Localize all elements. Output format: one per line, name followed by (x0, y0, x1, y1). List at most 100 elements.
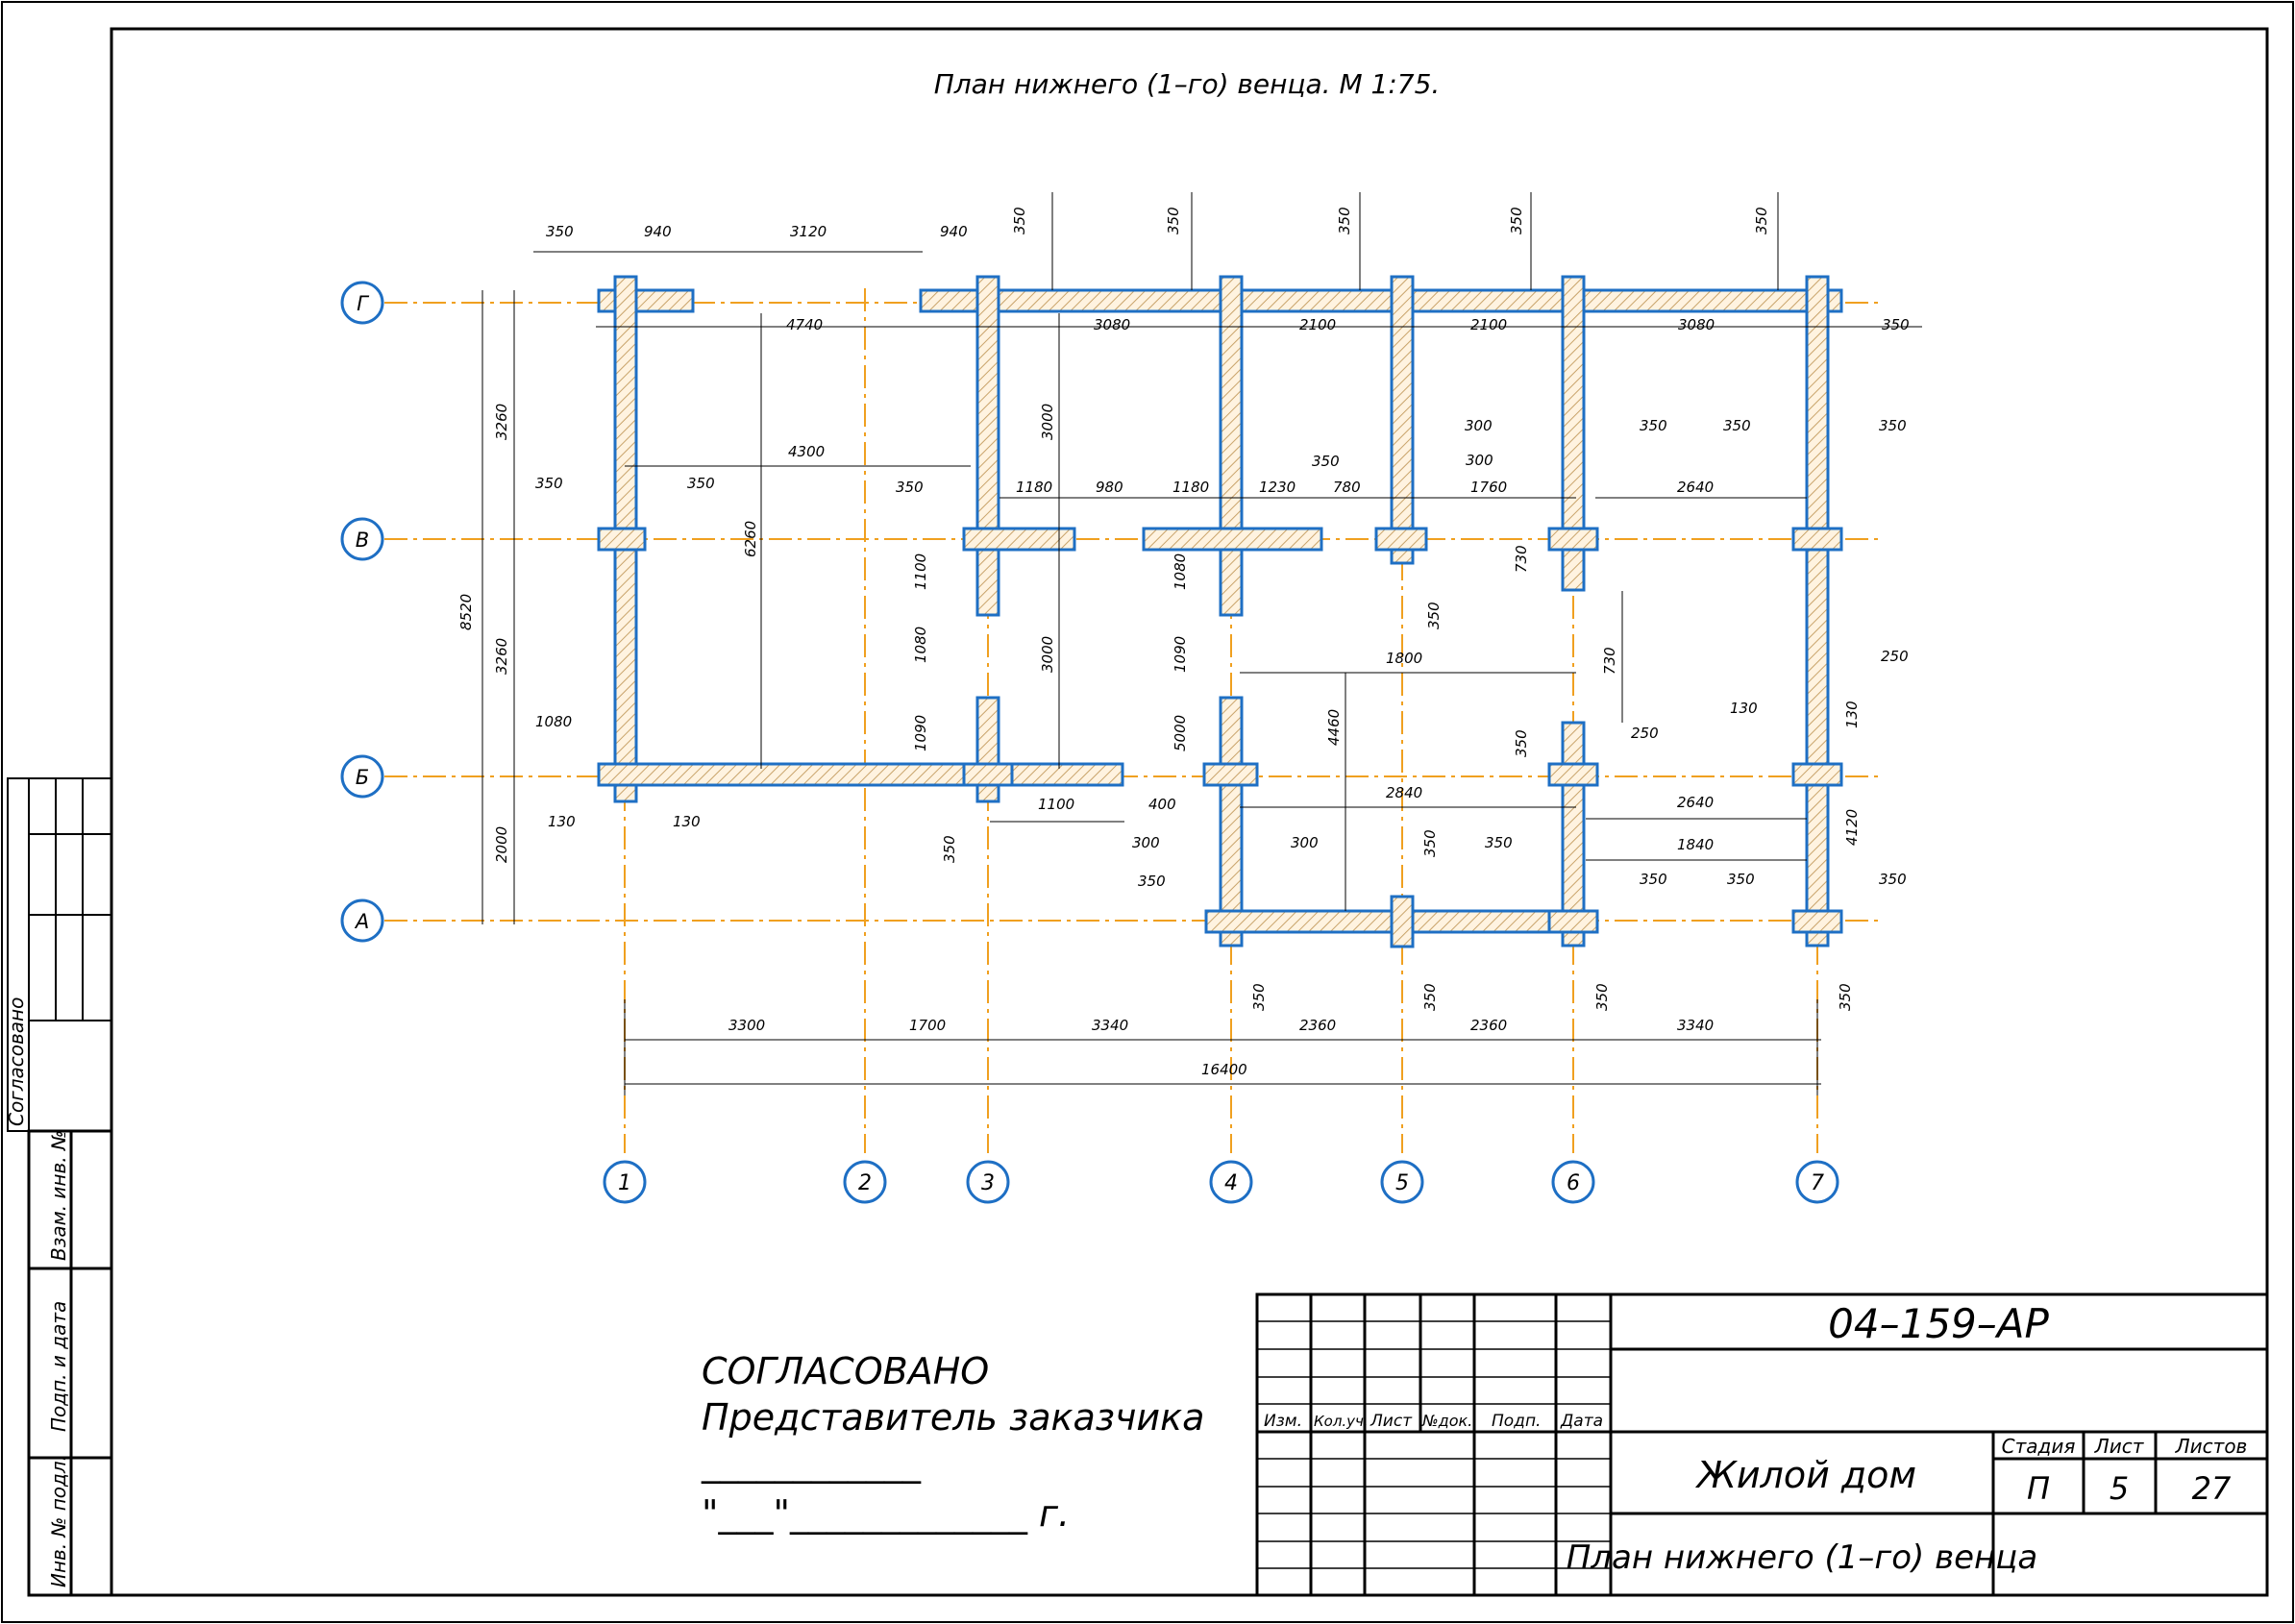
dimension-texts: 350 940 3120 940 350 350 350 350 350 474… (457, 207, 1910, 1078)
dim-text: 3080 (1678, 316, 1715, 333)
dim-text: 350 (1421, 829, 1439, 857)
dim-text: 4460 (1325, 709, 1343, 746)
axis-bubble (966, 1160, 1010, 1204)
dim-text: 2100 (1299, 316, 1336, 333)
dim-text: 1800 (1386, 650, 1422, 667)
dim-text: 300 (1132, 834, 1160, 851)
dim-text: 3260 (493, 404, 510, 440)
dim-text: 16400 (1201, 1061, 1247, 1078)
walls (597, 275, 1843, 948)
tb-header-podp: Подп. (1492, 1412, 1541, 1431)
axis-bubble (1380, 1160, 1424, 1204)
wall (1547, 527, 1599, 552)
tb-sheet-value: 5 (2110, 1470, 2129, 1507)
wall (1805, 275, 1830, 947)
dim-text: 250 (1881, 648, 1909, 665)
dim-text: 130 (1843, 701, 1861, 728)
approval-sign-line: ____________ (701, 1441, 922, 1484)
dim-text: 300 (1291, 834, 1319, 851)
axis-bubble (603, 1160, 647, 1204)
axis-bubble (340, 754, 384, 799)
dim-text: 350 (1593, 983, 1611, 1011)
dim-text: 350 (1513, 729, 1530, 757)
dim-text: 350 (1837, 983, 1854, 1011)
dim-text: 130 (548, 813, 576, 830)
axis-bubble (1795, 1160, 1839, 1204)
dim-text: 350 (1011, 207, 1028, 234)
tb-stage-label: Стадия (2002, 1435, 2076, 1458)
wall (1374, 527, 1428, 552)
dim-text: 3260 (493, 638, 510, 675)
dim-text: 350 (941, 835, 958, 863)
tb-header-izm: Изм. (1264, 1412, 1302, 1431)
dim-text: 350 (535, 475, 563, 492)
dim-text: 780 (1333, 479, 1361, 496)
dim-text: 350 (896, 479, 924, 496)
dimension-lines (481, 192, 1922, 1095)
dim-text: 3080 (1094, 316, 1130, 333)
approval-date-line: "___"_____________ г. (702, 1492, 1070, 1535)
axis-label: 2 (858, 1171, 872, 1195)
dim-text: 130 (673, 813, 701, 830)
dim-text: 6260 (742, 521, 759, 557)
dim-text: 1760 (1470, 479, 1507, 496)
dim-text: 350 (1425, 602, 1443, 629)
dim-text: 1090 (912, 715, 929, 751)
tb-header-kolvo: Кол.уч. (1314, 1413, 1369, 1430)
dim-text: 350 (1723, 417, 1751, 434)
wall (1390, 895, 1415, 948)
dim-text: 350 (1508, 207, 1525, 234)
col-axis-markers: 1 2 3 4 5 6 7 (603, 1160, 1839, 1204)
stamp-inv-podl: Инв. № подл. (47, 1455, 70, 1587)
tb-code: 04–159–АР (1828, 1300, 2049, 1347)
row-axis-markers: Г В Б А (340, 281, 384, 943)
dim-text: 300 (1465, 417, 1493, 434)
tb-sheet-label: Лист (2094, 1435, 2145, 1458)
dim-text: 300 (1466, 452, 1493, 469)
tb-sheet-title: План нижнего (1–го) венца (1567, 1538, 2038, 1577)
dim-text: 350 (546, 223, 574, 240)
stamp-sign-date: Подп. и дата (47, 1301, 70, 1432)
drawing-title: План нижнего (1–го) венца. М 1:75. (934, 68, 1441, 100)
dim-text: 3300 (728, 1017, 765, 1034)
dim-text: 1100 (1038, 796, 1074, 813)
axis-bubble (340, 517, 384, 561)
dim-text: 4300 (788, 443, 825, 460)
dim-text: 350 (1753, 207, 1770, 234)
dim-text: 2100 (1470, 316, 1507, 333)
dim-text: 730 (1601, 647, 1618, 675)
dim-text: 1080 (1172, 554, 1189, 590)
axis-bubble (340, 281, 384, 325)
dim-text: 1090 (1172, 636, 1189, 673)
dim-text: 250 (1631, 725, 1659, 742)
dim-text: 1180 (1172, 479, 1209, 496)
dim-text: 400 (1148, 796, 1176, 813)
dim-text: 3340 (1092, 1017, 1128, 1034)
dim-text: 940 (644, 223, 672, 240)
dim-text: 2640 (1677, 794, 1714, 811)
dim-text: 350 (1879, 871, 1907, 888)
title-block-lines (1255, 1292, 2269, 1597)
wall (1561, 275, 1586, 592)
dim-text: 1080 (535, 713, 572, 730)
dim-text: 5000 (1172, 715, 1189, 751)
tb-sheets-value: 27 (2192, 1470, 2232, 1507)
axis-bubble (1551, 1160, 1595, 1204)
axis-label: В (356, 529, 369, 552)
dim-text: 1100 (912, 554, 929, 590)
wall (975, 275, 1000, 617)
dim-text: 2360 (1299, 1017, 1336, 1034)
dim-text: 2000 (493, 826, 510, 863)
dim-text: 2640 (1677, 479, 1714, 496)
dim-text: 3340 (1677, 1017, 1714, 1034)
axis-label: 6 (1567, 1171, 1580, 1195)
dim-text: 130 (1730, 700, 1758, 717)
dim-text: 1080 (912, 627, 929, 663)
approval-role: Представитель заказчика (702, 1396, 1204, 1439)
axis-label: Г (357, 292, 370, 315)
dim-text: 940 (940, 223, 968, 240)
wall (1791, 527, 1843, 552)
dim-text: 350 (687, 475, 715, 492)
wall (1547, 762, 1599, 787)
